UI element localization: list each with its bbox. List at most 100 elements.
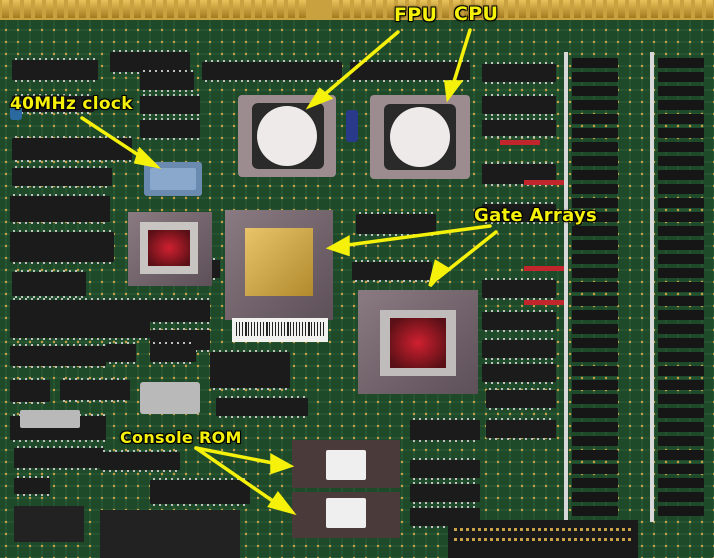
- dip-chip: [210, 352, 290, 388]
- ribbon-pin: [610, 538, 613, 541]
- chip-pin: [163, 470, 165, 472]
- chip-pin: [37, 440, 39, 442]
- chip-pin: [45, 112, 47, 114]
- chip-pin: [419, 502, 421, 504]
- edge-finger: [288, 0, 295, 18]
- chip-pin: [39, 270, 41, 272]
- chip-pin: [125, 72, 127, 74]
- chip-pin: [485, 118, 487, 120]
- memory-chip: [572, 198, 618, 208]
- chip-pin: [165, 342, 167, 344]
- chip-pin: [19, 366, 21, 368]
- chip-pin: [207, 322, 209, 324]
- chip-pin: [39, 58, 41, 60]
- chip-pin: [57, 160, 59, 162]
- dip-chip: [486, 420, 556, 438]
- chip-pin: [45, 166, 47, 168]
- chip-pin: [539, 278, 541, 280]
- memory-chip: [658, 86, 704, 96]
- chip-pin: [527, 114, 529, 116]
- chip-pin: [431, 506, 433, 508]
- rom-arrow-lower: [194, 446, 282, 508]
- barcode-bar: [266, 322, 268, 336]
- chip-pin: [49, 262, 51, 264]
- chip-pin: [97, 194, 99, 196]
- chip-pin: [61, 222, 63, 224]
- chip-pin: [175, 450, 177, 452]
- chip-pin: [249, 396, 251, 398]
- chip-pin: [171, 298, 173, 300]
- resistor-pack: [524, 266, 564, 271]
- barcode-bar: [236, 322, 237, 336]
- chip-pin: [159, 328, 161, 330]
- chip-pin: [27, 58, 29, 60]
- chip-pin: [521, 162, 523, 164]
- chip-pin: [165, 362, 167, 364]
- chip-pin: [73, 344, 75, 346]
- chip-pin: [39, 160, 41, 162]
- chip-pin: [127, 298, 129, 300]
- cpu-arrow: [450, 28, 472, 90]
- chip-pin: [121, 342, 123, 344]
- memory-chip: [658, 72, 704, 82]
- chip-pin: [527, 278, 529, 280]
- chip-pin: [33, 296, 35, 298]
- chip-pin: [121, 298, 123, 300]
- chip-pin: [91, 440, 93, 442]
- chip-pin: [521, 202, 523, 204]
- memory-chip: [572, 380, 618, 390]
- chip-pin: [93, 80, 95, 82]
- chip-pin: [159, 342, 161, 344]
- chip-pin: [129, 160, 131, 162]
- edge-finger: [464, 0, 471, 18]
- chip-pin: [23, 494, 25, 496]
- barcode-bar: [302, 322, 303, 336]
- chip-pin: [109, 230, 111, 232]
- chip-pin: [527, 362, 529, 364]
- chip-pin: [509, 82, 511, 84]
- edge-finger: [101, 0, 108, 18]
- chip-pin: [61, 344, 63, 346]
- chip-pin: [473, 482, 475, 484]
- chip-pin: [93, 136, 95, 138]
- chip-pin: [87, 400, 89, 402]
- chip-pin: [225, 478, 227, 480]
- chip-pin: [243, 388, 245, 390]
- chip-pin: [385, 260, 387, 262]
- chip-pin: [425, 478, 427, 480]
- chip-pin: [455, 458, 457, 460]
- chip-pin: [467, 418, 469, 420]
- chip-pin: [545, 62, 547, 64]
- ribbon-pin: [484, 538, 487, 541]
- chip-pin: [313, 60, 315, 62]
- chip-pin: [449, 60, 451, 62]
- chip-pin: [175, 470, 177, 472]
- chip-pin: [509, 278, 511, 280]
- chip-pin: [75, 186, 77, 188]
- chip-pin: [185, 70, 187, 72]
- chip-pin: [25, 230, 27, 232]
- edge-finger: [695, 0, 702, 18]
- chip-pin: [237, 396, 239, 398]
- chip-pin: [75, 400, 77, 402]
- ribbon-pin: [580, 528, 583, 531]
- chip-pin: [143, 118, 145, 120]
- ribbon-pin: [502, 528, 505, 531]
- ribbon-pin: [568, 528, 571, 531]
- chip-pin: [201, 328, 203, 330]
- chip-pin: [33, 136, 35, 138]
- chip-pin: [69, 296, 71, 298]
- chip-pin: [551, 338, 553, 340]
- chip-pin: [171, 322, 173, 324]
- chip-pin: [223, 80, 225, 82]
- chip-pin: [95, 446, 97, 448]
- dip-chip: [106, 344, 136, 362]
- chip-pin: [485, 382, 487, 384]
- chip-pin: [121, 362, 123, 364]
- chip-pin: [461, 482, 463, 484]
- capacitor: [346, 110, 358, 142]
- chip-pin: [491, 184, 493, 186]
- chip-pin: [61, 194, 63, 196]
- chip-pin: [21, 166, 23, 168]
